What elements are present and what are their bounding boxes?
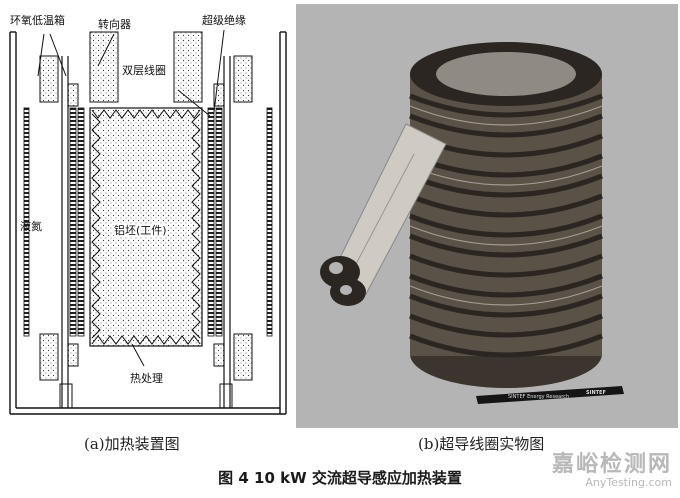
sintef-logo: SINTEF bbox=[586, 390, 606, 396]
figure-title: 图 4 10 kW 交流超导感应加热装置 bbox=[218, 469, 462, 487]
flange-blocks bbox=[39, 55, 253, 381]
label-heat-treatment: 热处理 bbox=[130, 372, 163, 385]
coil-body bbox=[409, 42, 603, 388]
caption-b: (b)超导线圈实物图 bbox=[418, 435, 545, 453]
superconducting-coil-photo: SINTEF Energy Research SINTEF bbox=[296, 4, 678, 428]
heating-device-diagram: 环氧低温箱 转向器 超级绝缘 双层线圈 液氮 铝坯(工件) 热处理 bbox=[2, 4, 294, 424]
cable-sleeve bbox=[320, 123, 447, 306]
caption-a: (a)加热装置图 bbox=[84, 435, 180, 453]
label-aluminum-billet: 铝坯(工件) bbox=[114, 223, 167, 237]
pen-text: SINTEF Energy Research bbox=[508, 394, 569, 400]
watermark-cn: 嘉峪检测网 bbox=[551, 452, 672, 477]
aluminum-billet bbox=[89, 107, 203, 347]
label-super-insulation: 超级绝缘 bbox=[202, 13, 246, 27]
diverter-blocks bbox=[89, 31, 203, 103]
watermark-en: AnyTesting.com bbox=[585, 476, 672, 489]
watermark: 嘉峪检测网 AnyTesting.com bbox=[552, 446, 672, 489]
label-double-coil: 双层线圈 bbox=[122, 63, 166, 77]
label-liquid-nitrogen: 液氮 bbox=[20, 219, 42, 233]
label-epoxy-dewar: 环氧低温箱 bbox=[10, 13, 65, 27]
pen: SINTEF Energy Research SINTEF bbox=[476, 386, 624, 404]
epoxy-dewar-walls bbox=[9, 31, 287, 415]
double-layer-coil bbox=[69, 107, 223, 337]
label-diverter: 转向器 bbox=[98, 17, 131, 31]
